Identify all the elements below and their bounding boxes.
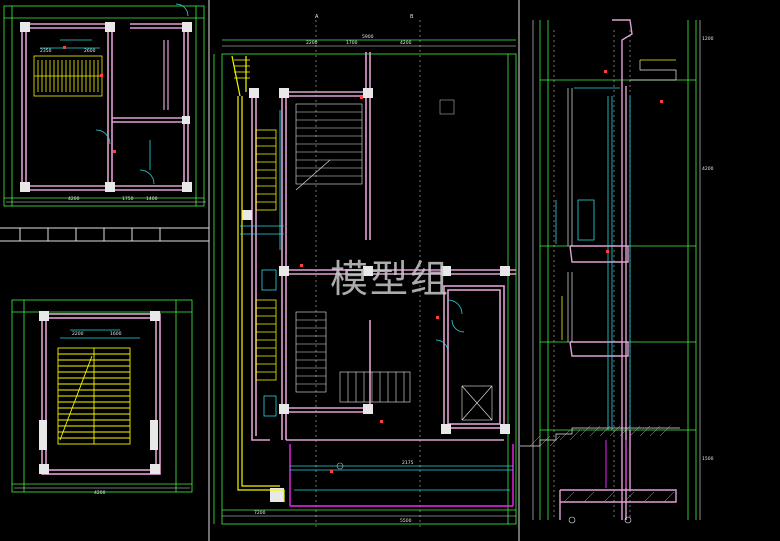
dim-bl-total: 4200 xyxy=(94,490,106,496)
dim-right-v1: 1200 xyxy=(702,36,714,42)
plan-top-left xyxy=(3,3,205,207)
plan-bottom-left xyxy=(11,299,193,493)
axis-label-a: A xyxy=(315,14,319,20)
dim-tl-bot-b: 1750 xyxy=(122,196,134,202)
dim-tl-bot-a: 4200 xyxy=(68,196,80,202)
dim-bl-b: 1600 xyxy=(110,331,122,337)
dim-mid-bot-1: 7200 xyxy=(254,510,266,516)
dim-mid-a: 2200 xyxy=(306,40,318,46)
frame-ticks xyxy=(19,228,161,241)
plan-middle xyxy=(213,20,517,530)
dim-top-2: 2600 xyxy=(84,48,96,54)
dimension-ticks xyxy=(6,20,701,520)
dim-right-v3: 1500 xyxy=(702,456,714,462)
dim-mid-bot-2: 2175 xyxy=(402,460,414,466)
dim-mid-bot-3: 5500 xyxy=(400,518,412,524)
dim-tl-bot-c: 1400 xyxy=(146,196,158,202)
dim-bl-a: 2200 xyxy=(72,331,84,337)
dim-mid-b: 1700 xyxy=(346,40,358,46)
watermark-text: 模型组 xyxy=(330,257,451,301)
section-right xyxy=(520,19,697,524)
dim-top-1: 2350 xyxy=(40,48,52,54)
dim-mid-c: 4200 xyxy=(400,40,412,46)
axis-label-b: B xyxy=(410,14,414,20)
dim-right-v2: 4200 xyxy=(702,166,714,172)
labels: A B 2350 2600 5900 2200 1700 4200 2200 1… xyxy=(40,14,714,524)
dim-mid-total: 5900 xyxy=(362,34,374,40)
